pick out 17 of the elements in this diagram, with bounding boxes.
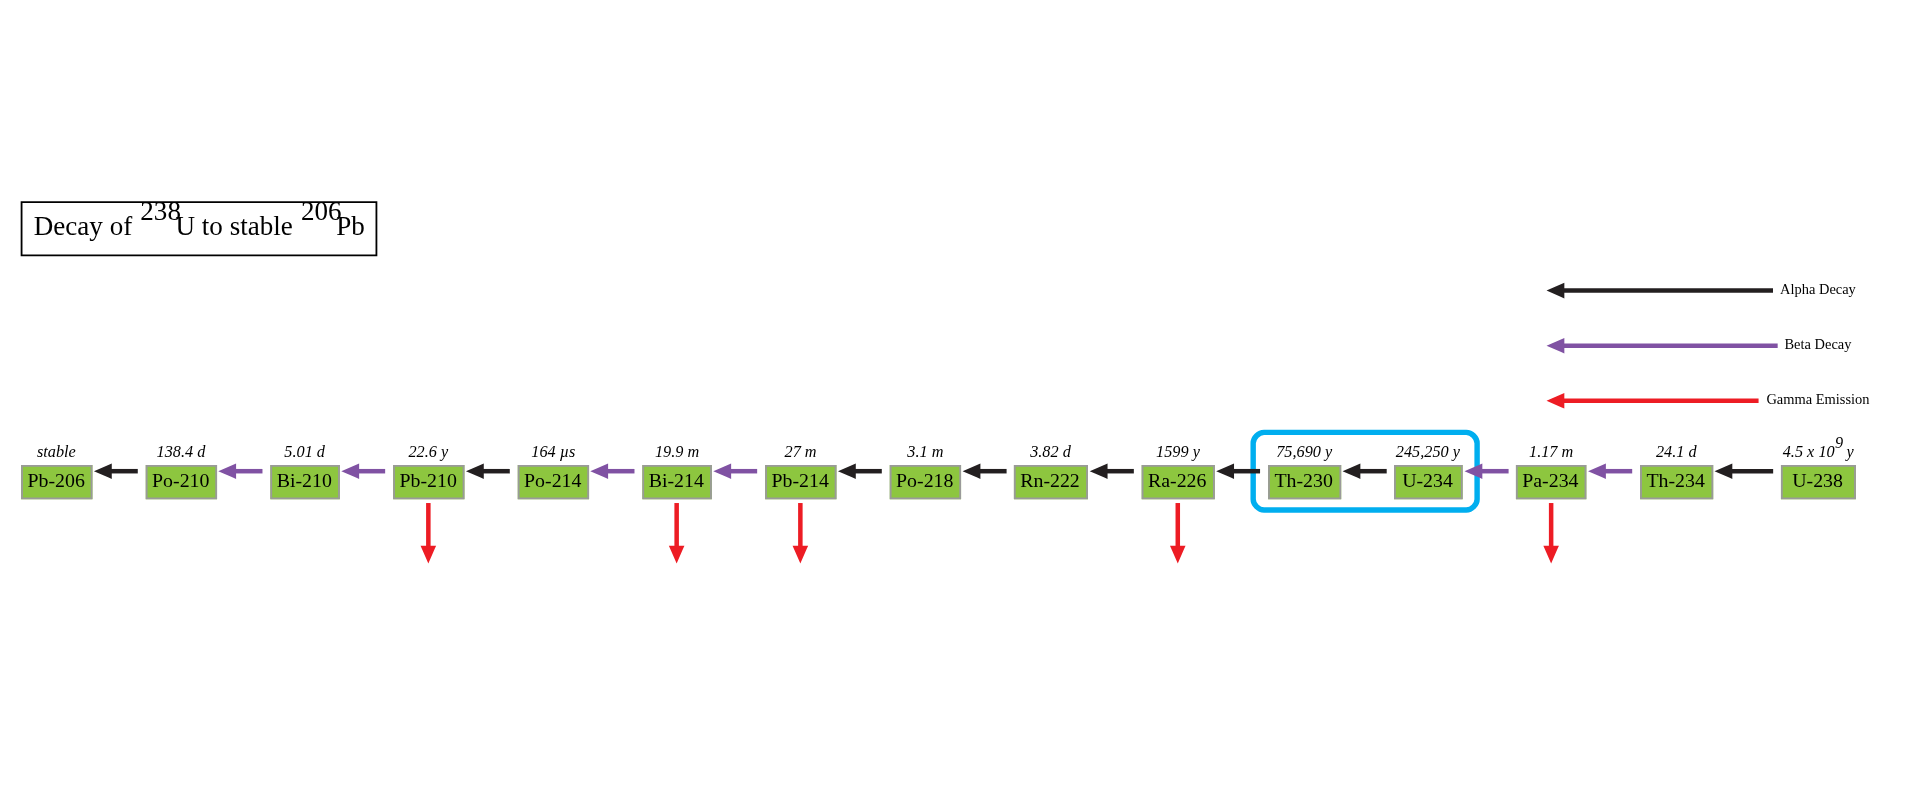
node-label: 3.1 m — [907, 442, 944, 461]
node-label: 22.6 y — [408, 442, 449, 461]
node-label: 5.01 d — [284, 442, 325, 461]
legend-label: Beta Decay — [1784, 335, 1852, 352]
node-label: 245,250 y — [1395, 442, 1460, 461]
node-label: 75,690 y — [1276, 442, 1333, 461]
legend-label: Gamma Emission — [1766, 390, 1870, 407]
node-label: stable — [36, 442, 76, 461]
node-label: 24.1 d — [1655, 442, 1697, 461]
node-label: 19.9 m — [654, 442, 700, 461]
node-label: 27 m — [784, 442, 817, 461]
node-label: 1599 y — [1156, 442, 1200, 461]
legend-label: Alpha Decay — [1780, 280, 1856, 297]
node-label: 1.17 m — [1529, 442, 1574, 461]
node-label: 138.4 d — [156, 442, 206, 461]
node-label: 164 µs — [531, 442, 576, 461]
node-label: 3.82 d — [1030, 442, 1071, 461]
